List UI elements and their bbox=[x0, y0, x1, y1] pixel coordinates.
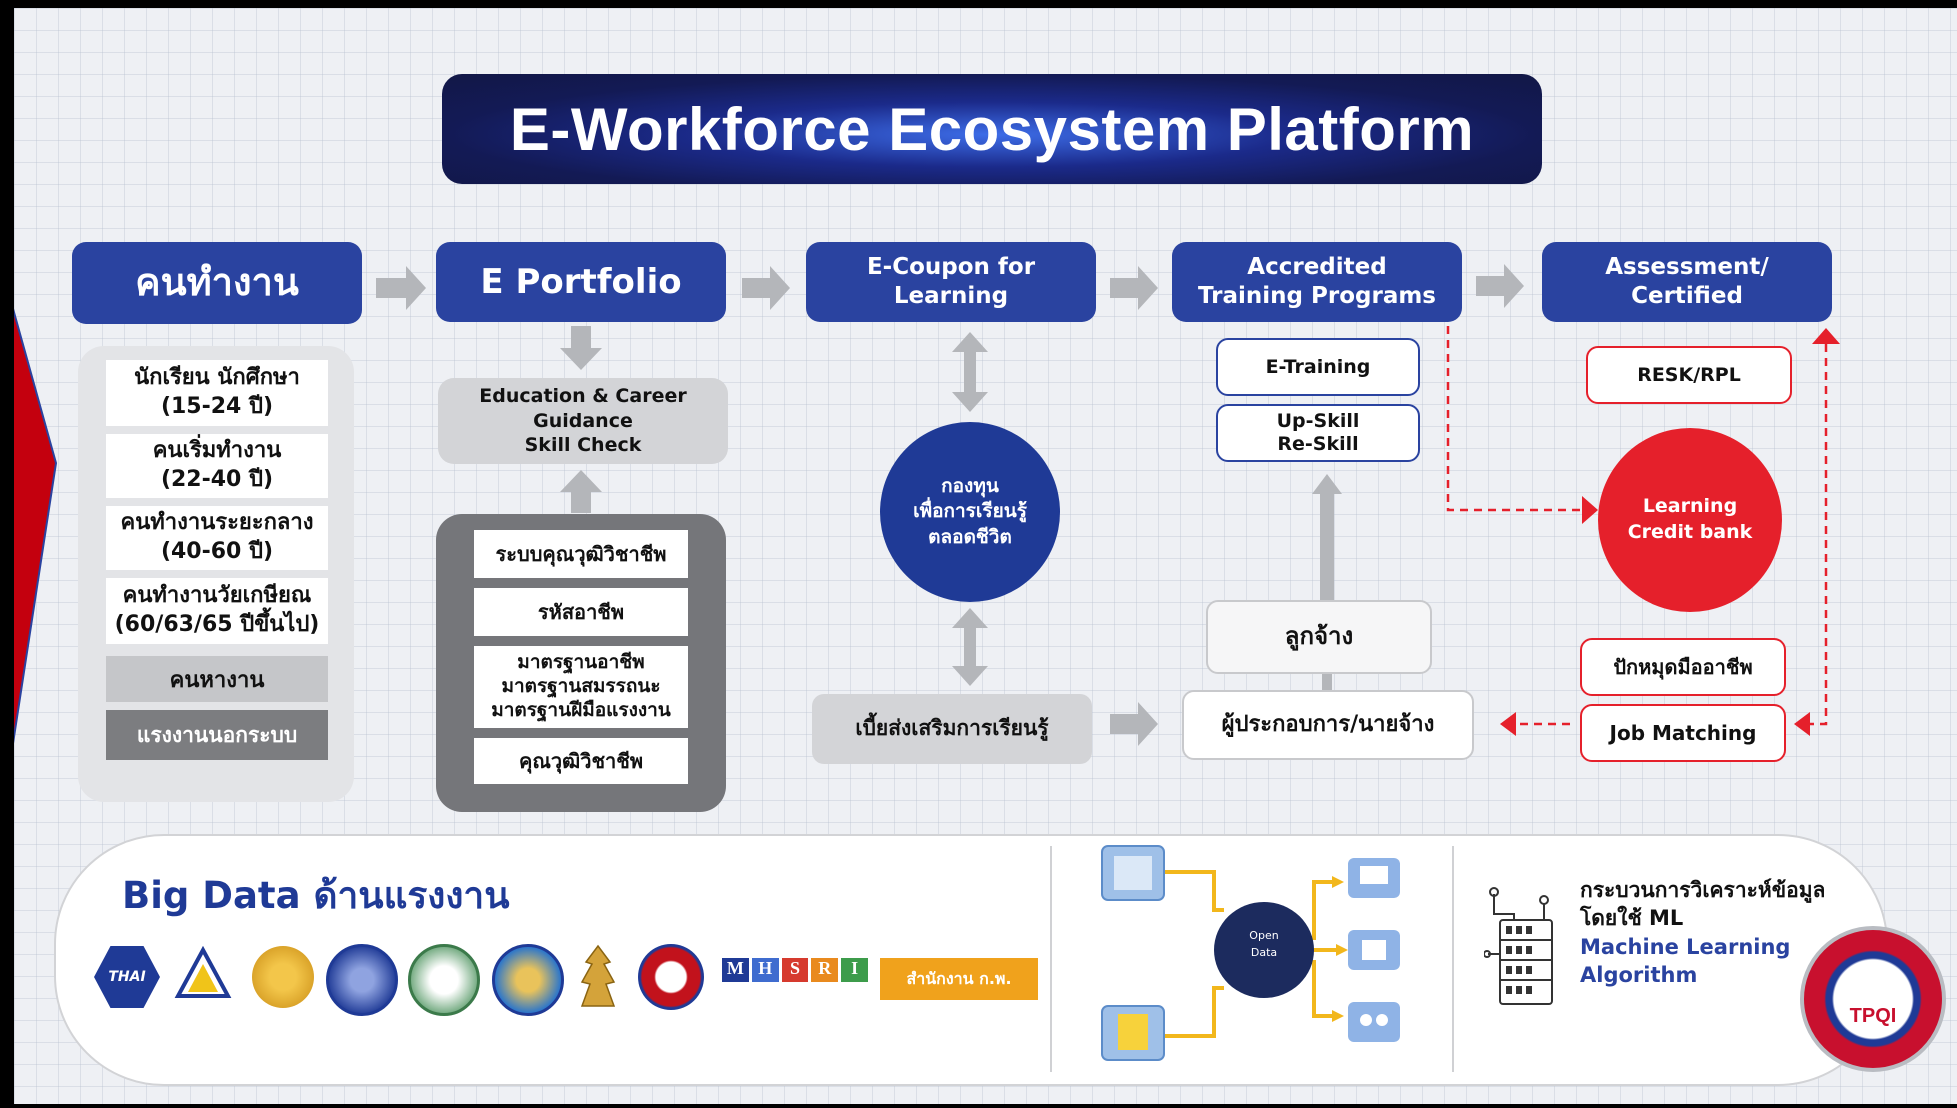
standard-occupation-code: รหัสอาชีพ bbox=[474, 588, 688, 636]
header-workers: คนทำงาน bbox=[72, 242, 362, 324]
open-data-diagram bbox=[1101, 845, 1400, 1061]
divider bbox=[1452, 846, 1454, 1072]
standard-occupational-standards: มาตรฐานอาชีพ มาตรฐานสมรรถนะ มาตรฐานฝีมือ… bbox=[474, 646, 688, 728]
ocsc-logo: สำนักงาน ก.พ. bbox=[880, 958, 1038, 1000]
flow-arrows bbox=[376, 264, 1524, 746]
upskill-reskill-box: Up-Skill Re-Skill bbox=[1216, 404, 1420, 462]
open-data-node bbox=[1214, 902, 1314, 998]
page-title: E-Workforce Ecosystem Platform bbox=[509, 95, 1475, 163]
worker-group-retirement: คนทำงานวัยเกษียณ(60/63/65 ปีขึ้นไป) bbox=[106, 578, 328, 644]
worker-group-students: นักเรียน นักศึกษา(15-24 ปี) bbox=[106, 360, 328, 426]
arrow-allowance-to-employer bbox=[1110, 702, 1158, 746]
lifelong-learning-fund: กองทุน เพื่อการเรียนรู้ ตลอดชีวิต bbox=[880, 422, 1060, 602]
arrow-workers-to-portfolio bbox=[376, 266, 426, 310]
connector-layer bbox=[376, 264, 1840, 746]
arrow-portfolio-to-coupon bbox=[742, 266, 790, 310]
arrow-coupon-to-training bbox=[1110, 266, 1158, 310]
arrow-standards-up bbox=[560, 470, 602, 513]
triangle-agency-logo bbox=[174, 946, 232, 998]
agency-seal-green bbox=[408, 944, 480, 1016]
header-e-portfolio: E Portfolio bbox=[436, 242, 726, 322]
diagram-canvas: E-Workforce Ecosystem Platform คนทำงาน E… bbox=[14, 8, 1957, 1104]
server-icon bbox=[1484, 887, 1553, 1005]
agency-seal-1 bbox=[252, 946, 314, 1008]
header-accredited-training: Accredited Training Programs bbox=[1172, 242, 1462, 322]
open-data-label: Open Data bbox=[1249, 929, 1279, 959]
worker-group-job-seekers: คนหางาน bbox=[106, 656, 328, 702]
header-assessment: Assessment/ Certified bbox=[1542, 242, 1832, 322]
professional-pin-box: ปักหมุดมืออาชีพ bbox=[1580, 638, 1786, 696]
standard-qualification-system: ระบบคุณวุฒิวิชาชีพ bbox=[474, 530, 688, 578]
red-arrowheads bbox=[1500, 328, 1840, 736]
arrow-fund-allowance bbox=[952, 608, 988, 686]
emblem-logo bbox=[580, 944, 616, 1007]
header-e-coupon: E-Coupon for Learning bbox=[806, 242, 1096, 322]
divider bbox=[1050, 846, 1052, 1072]
arrow-employee-up bbox=[1312, 474, 1342, 494]
employer-box: ผู้ประกอบการ/นายจ้าง bbox=[1182, 690, 1474, 760]
learning-allowance-box: เบี้ยส่งเสริมการเรียนรู้ bbox=[812, 694, 1092, 764]
ml-description: กระบวนการวิเคราะห์ข้อมูล โดยใช้ ML Machi… bbox=[1580, 878, 1826, 988]
big-data-title: Big Data ด้านแรงงาน bbox=[122, 874, 510, 917]
arrow-portfolio-down bbox=[560, 326, 602, 370]
mhesri-logo: M H S R I bbox=[722, 958, 868, 982]
employee-box: ลูกจ้าง bbox=[1206, 600, 1432, 674]
ministry-finance-seal bbox=[326, 944, 398, 1016]
resk-rpl-box: RESK/RPL bbox=[1586, 346, 1792, 404]
standard-professional-qualification: คุณวุฒิวิชาชีพ bbox=[474, 738, 688, 784]
arrow-training-to-assessment bbox=[1476, 264, 1524, 308]
ministry-labour-seal bbox=[492, 944, 564, 1016]
e-training-box: E-Training bbox=[1216, 338, 1420, 396]
red-chevron-shape bbox=[14, 308, 58, 744]
worker-group-mid-career: คนทำงานระยะกลาง(40-60 ปี) bbox=[106, 506, 328, 570]
people-icon bbox=[1348, 1002, 1400, 1042]
worker-group-informal: แรงงานนอกระบบ bbox=[106, 710, 328, 760]
title-banner: E-Workforce Ecosystem Platform bbox=[442, 74, 1542, 184]
worker-group-new-workers: คนเริ่มทำงาน(22-40 ปี) bbox=[106, 434, 328, 498]
arrow-coupon-fund bbox=[952, 332, 988, 412]
job-matching-box: Job Matching bbox=[1580, 704, 1786, 762]
tpqi-badge: TPQI bbox=[1800, 926, 1946, 1072]
learning-credit-bank: Learning Credit bank bbox=[1598, 428, 1782, 612]
tpqi-small-seal bbox=[638, 944, 704, 1010]
